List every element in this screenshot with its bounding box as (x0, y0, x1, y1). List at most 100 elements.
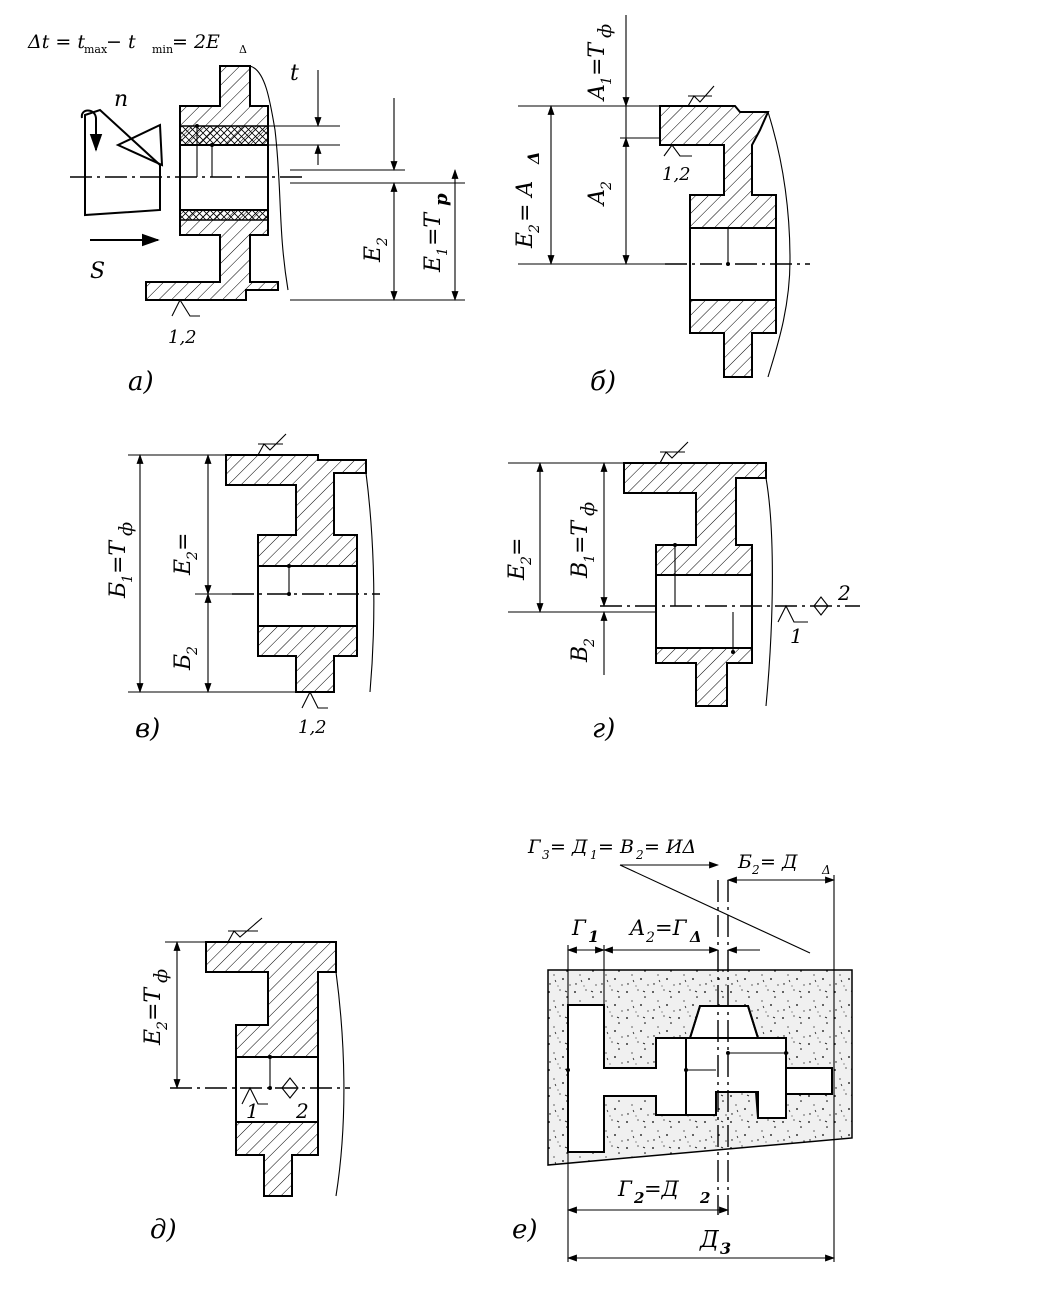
label-b1-v: Б 1 =T ф (106, 522, 137, 599)
svg-text:Г: Г (617, 1177, 633, 1201)
svg-text:A: A (585, 84, 610, 102)
label-a1-b: A 1 =T ф (585, 24, 616, 102)
svg-text:E: E (361, 246, 386, 263)
label-b2-e: Б 2 = Д Δ (737, 851, 831, 877)
svg-text:Д: Д (699, 1227, 720, 1253)
svg-text:E: E (513, 232, 538, 249)
svg-text:Г: Г (571, 916, 587, 940)
svg-text:В: В (568, 646, 593, 663)
svg-text:2: 2 (635, 848, 644, 862)
svg-text:Б: Б (737, 851, 752, 873)
caption-g: г) (592, 714, 615, 744)
svg-text:Δ: Δ (821, 863, 831, 877)
svg-text:1: 1 (435, 247, 451, 256)
mark1-g: 1 (790, 624, 803, 648)
assembly-cavity (567, 1004, 833, 1153)
svg-text:=T: =T (106, 539, 131, 574)
svg-text:2: 2 (155, 1021, 171, 1031)
svg-text:A: A (585, 189, 610, 207)
mark2-g: 2 (837, 581, 851, 605)
svg-text:=T: =T (568, 519, 593, 554)
svg-text:ф: ф (151, 969, 172, 983)
caption-b: б) (590, 367, 616, 397)
svg-text:2: 2 (751, 863, 760, 877)
panel-a: n S t E 2 E 1 =T p 1,2 а) (70, 61, 465, 397)
svg-text:Г: Г (527, 836, 542, 858)
svg-text:= В: = В (598, 836, 634, 858)
caption-v: в) (135, 714, 160, 744)
base-v: 1,2 (298, 717, 327, 738)
svg-text:2: 2 (185, 551, 201, 561)
label-g1-e: Г 1 (571, 916, 599, 946)
svg-text:=Д: =Д (644, 1177, 680, 1201)
svg-text:1: 1 (599, 76, 615, 85)
svg-text:E: E (171, 559, 196, 576)
label-t: t (290, 61, 299, 86)
svg-text:Δ: Δ (689, 928, 702, 946)
svg-text:ф: ф (116, 522, 137, 536)
svg-text:3: 3 (720, 1239, 731, 1258)
svg-text:= Д: = Д (550, 836, 588, 858)
part-v-bore (257, 565, 358, 627)
base-a: 1,2 (168, 327, 197, 348)
label-s: S (90, 259, 105, 284)
panel-b: A 1 =T ф A 2 E 2 = A Δ 1,2 б) (513, 15, 810, 397)
label-a2-b: A 2 (585, 181, 615, 207)
svg-text:E: E (141, 1029, 166, 1046)
svg-text:= A: = A (513, 181, 538, 222)
formula-rest: = 2E (172, 31, 220, 53)
label-v1-g: В 1 =T ф (568, 502, 599, 579)
svg-text:2: 2 (527, 224, 543, 234)
svg-text:ф: ф (578, 502, 599, 516)
svg-text:1: 1 (120, 574, 136, 583)
svg-text:2: 2 (645, 930, 655, 946)
svg-text:3: 3 (542, 848, 550, 862)
label-d3-e: Д 3 (699, 1227, 731, 1258)
svg-text:=T: =T (421, 211, 446, 246)
formula-delta-t: Δt = t max − t min = 2E Δ (27, 31, 247, 56)
caption-a: а) (128, 367, 154, 397)
panel-e: Г 3 = Д 1 = В 2 = ИΔ Б 2 = Д Δ Г 1 A 2 =… (512, 836, 853, 1262)
svg-text:=T: =T (141, 986, 166, 1021)
formula-min: min (152, 43, 173, 56)
label-e2-a: E 2 (361, 237, 391, 263)
svg-text:2: 2 (633, 1189, 644, 1207)
part-a-break-line (249, 65, 289, 291)
label-e2-v: E 2 = (171, 533, 201, 576)
formula-delta: Δ (239, 43, 247, 56)
part-a-knurl-top (179, 125, 269, 146)
svg-text:1: 1 (588, 927, 599, 946)
svg-text:Δ: Δ (524, 152, 543, 165)
label-a2-e: A 2 =Г Δ (628, 916, 702, 946)
formula-text: Δt = t (27, 31, 85, 53)
label-n: n (114, 87, 128, 112)
mark2-d: 2 (295, 1099, 309, 1123)
svg-text:2: 2 (519, 556, 535, 566)
cutter-handle (80, 109, 97, 145)
svg-text:=: = (171, 533, 196, 551)
part-a-knurl-bottom (179, 209, 269, 221)
svg-text:Б: Б (171, 654, 196, 671)
svg-text:=Г: =Г (655, 916, 688, 940)
label-g2-e: Г 2 =Д 2 (617, 1177, 710, 1207)
cutter-body (84, 108, 161, 217)
label-e2-g: E 2 = (505, 538, 535, 581)
panel-d: E 2 =T ф 1 2 д) (141, 917, 350, 1245)
panel-g: E 2 = В 1 =T ф В 2 1 2 г) (505, 441, 860, 744)
svg-text:2: 2 (582, 638, 598, 648)
svg-text:= ИΔ: = ИΔ (644, 836, 696, 858)
label-e2-d: E 2 =T ф (141, 969, 172, 1046)
caption-e: е) (512, 1215, 538, 1245)
part-g-bore (655, 574, 753, 649)
formula-max: max (84, 43, 108, 56)
svg-text:2: 2 (185, 646, 201, 656)
svg-text:A: A (628, 916, 645, 940)
panel-v: Б 1 =T ф E 2 = Б 2 1,2 в) (106, 433, 380, 744)
svg-text:= Д: = Д (760, 851, 798, 873)
label-v2-g: В 2 (568, 638, 598, 663)
svg-text:2: 2 (375, 237, 391, 247)
formula-minus: − t (106, 31, 136, 53)
caption-d: д) (150, 1215, 177, 1245)
svg-text:ф: ф (595, 24, 616, 38)
